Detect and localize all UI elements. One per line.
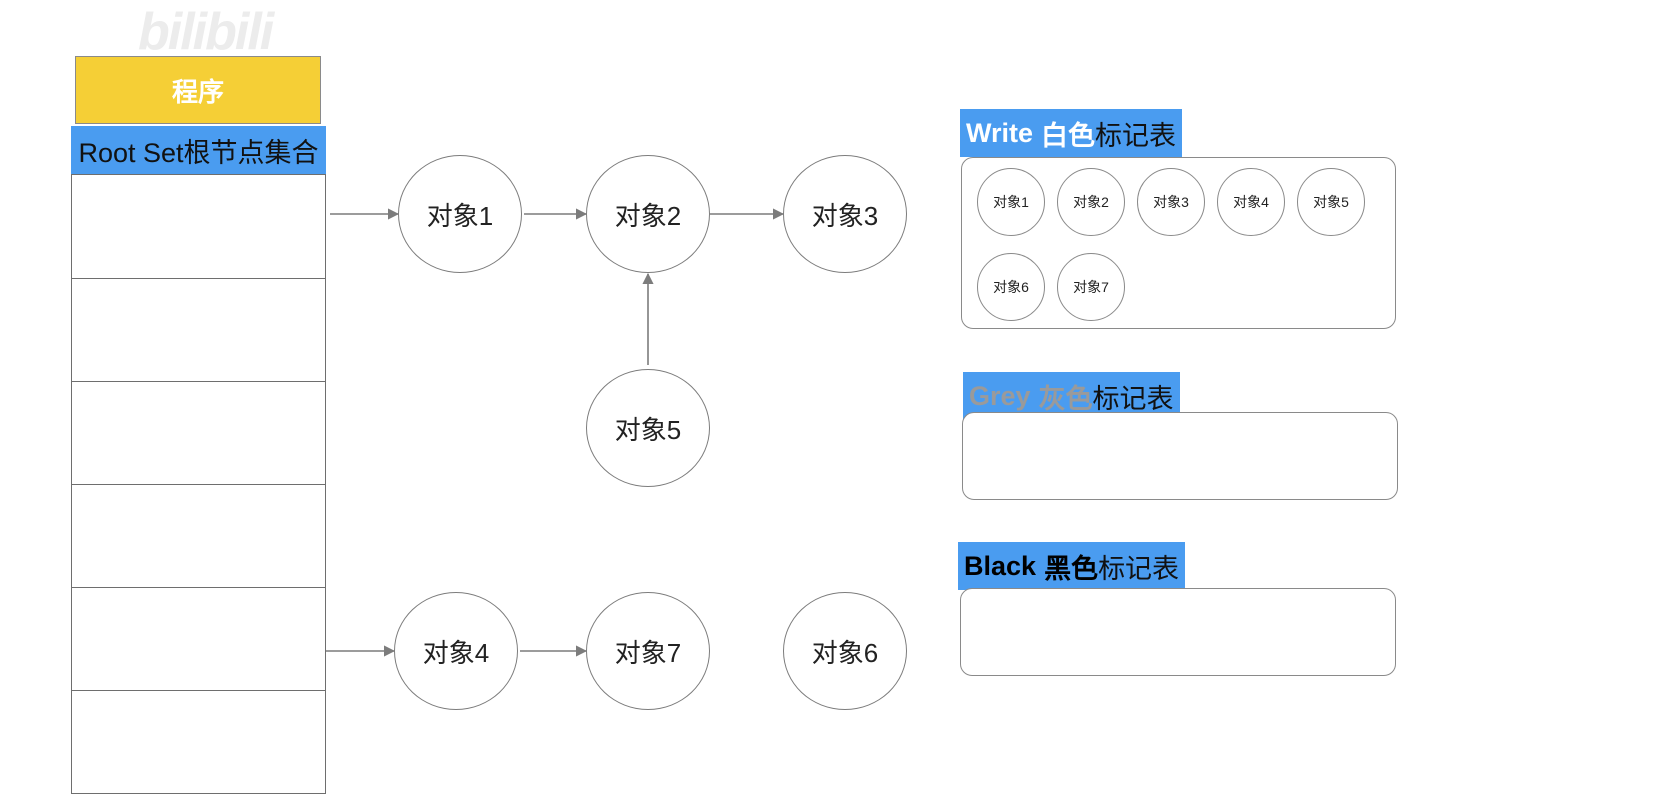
white-table-header: Write 白色 标记表 — [960, 109, 1183, 157]
program-box: 程序 — [75, 56, 321, 124]
node-obj3: 对象3 — [783, 155, 907, 273]
grey-table-color: 灰色 — [1038, 383, 1093, 414]
root-set-row-divider — [72, 278, 325, 279]
black-table-en: Black — [964, 550, 1037, 581]
bilibili-watermark: bilibili — [138, 3, 274, 61]
black-table-box — [960, 588, 1396, 676]
black-table-header: Black 黑色 标记表 — [958, 542, 1186, 590]
node-obj7: 对象7 — [586, 592, 710, 710]
white-table-item: 对象6 — [977, 253, 1045, 321]
black-table-color: 黑色 — [1044, 553, 1099, 584]
node-obj4: 对象4 — [394, 592, 518, 710]
root-set-row-divider — [72, 587, 325, 588]
node-obj2: 对象2 — [586, 155, 710, 273]
grey-table-suffix: 标记表 — [1092, 383, 1174, 414]
node-obj5: 对象5 — [586, 369, 710, 487]
root-set-row-divider — [72, 690, 325, 691]
white-table-suffix: 标记表 — [1095, 120, 1177, 151]
white-table-item: 对象2 — [1057, 168, 1125, 236]
white-table-item: 对象3 — [1137, 168, 1205, 236]
white-table-item: 对象1 — [977, 168, 1045, 236]
root-set-label: Root Set根节点集合 — [78, 137, 319, 168]
root-set-row-divider — [72, 484, 325, 485]
grey-table-box — [962, 412, 1398, 500]
black-table-suffix: 标记表 — [1098, 553, 1180, 584]
white-table-item: 对象4 — [1217, 168, 1285, 236]
root-set-column — [71, 174, 326, 794]
program-label: 程序 — [171, 76, 224, 107]
white-table-item: 对象5 — [1297, 168, 1365, 236]
root-set-row-divider — [72, 381, 325, 382]
root-set-header: Root Set根节点集合 — [71, 126, 326, 174]
white-table-color: 白色 — [1041, 120, 1096, 151]
node-obj1: 对象1 — [398, 155, 522, 273]
white-table-item: 对象7 — [1057, 253, 1125, 321]
node-obj6: 对象6 — [783, 592, 907, 710]
grey-table-en: Grey — [969, 380, 1031, 411]
white-table-en: Write — [966, 117, 1034, 148]
